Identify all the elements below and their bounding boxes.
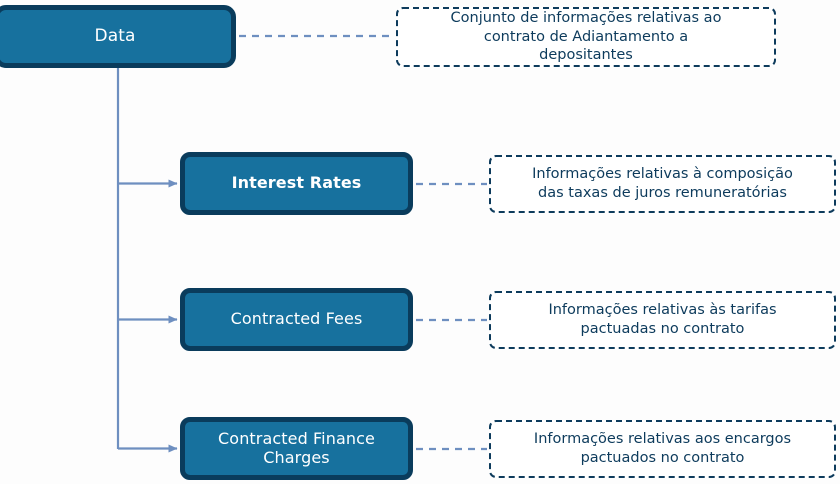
node-interest-rates-label: Interest Rates (231, 173, 362, 193)
note-data: Conjunto de informações relativas ao con… (396, 7, 776, 67)
note-data-label: Conjunto de informações relativas ao con… (450, 9, 722, 64)
node-contracted-finance-charges-label: Contracted Finance Charges (218, 428, 375, 467)
node-data-label: Data (94, 26, 136, 47)
note-contracted-fees: Informações relativas às tarifas pactuad… (489, 291, 836, 349)
node-contracted-fees-label: Contracted Fees (230, 309, 363, 329)
note-contracted-fees-label: Informações relativas às tarifas pactuad… (548, 302, 777, 337)
node-contracted-finance-charges[interactable]: Contracted Finance Charges (180, 417, 413, 480)
node-interest-rates[interactable]: Interest Rates (180, 152, 413, 215)
node-data[interactable]: Data (0, 5, 236, 68)
node-contracted-fees[interactable]: Contracted Fees (180, 288, 413, 351)
note-contracted-finance-charges-label: Informações relativas aos encargos pactu… (533, 431, 792, 466)
note-interest-rates: Informações relativas à composição das t… (489, 155, 836, 213)
note-contracted-finance-charges: Informações relativas aos encargos pactu… (489, 420, 836, 478)
note-interest-rates-label: Informações relativas à composição das t… (532, 166, 793, 201)
